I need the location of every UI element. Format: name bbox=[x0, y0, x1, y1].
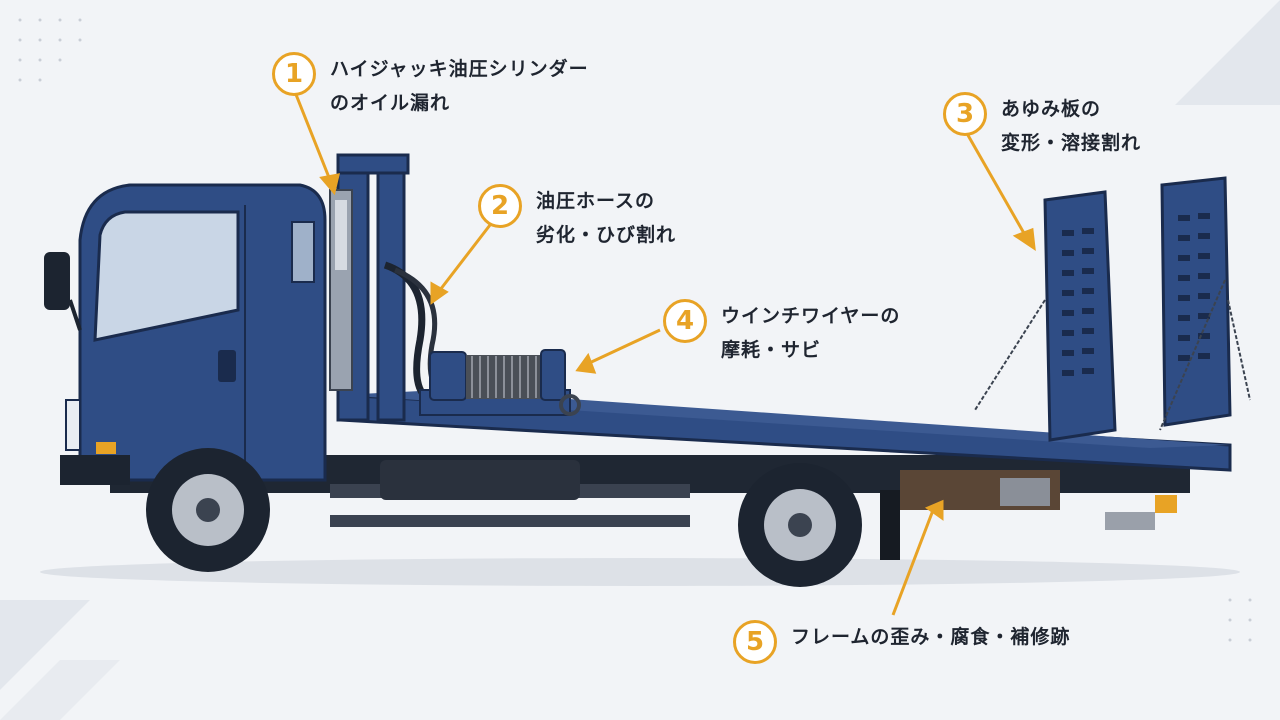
winch-housing bbox=[429, 351, 467, 401]
front-bumper bbox=[60, 455, 130, 485]
corner-decoration-top-right bbox=[1175, 0, 1280, 105]
arrowhead-2 bbox=[430, 281, 449, 305]
frame-repair-plate bbox=[1000, 478, 1050, 506]
callout-1-label: ハイジャッキ油圧シリンダー のオイル漏れ bbox=[330, 58, 589, 114]
fuel-tank bbox=[380, 460, 580, 500]
headlight bbox=[65, 399, 81, 451]
callout-3: 3 あゆみ板の 変形・溶接割れ bbox=[943, 92, 1141, 160]
front-wheel bbox=[146, 448, 270, 572]
side-window-small bbox=[291, 221, 315, 283]
cylinder-rod bbox=[335, 200, 347, 270]
ramp-left bbox=[1043, 190, 1117, 442]
mud-flap bbox=[880, 490, 900, 560]
side-step-lower bbox=[330, 515, 690, 527]
leader-line-2 bbox=[438, 224, 492, 291]
callout-1: 1 ハイジャッキ油圧シリンダー のオイル漏れ bbox=[272, 52, 589, 120]
callout-5-number-badge: 5 bbox=[733, 620, 777, 664]
winch-wire-coils bbox=[471, 356, 537, 398]
side-mirror bbox=[44, 252, 70, 310]
arrowhead-1 bbox=[319, 173, 340, 196]
corner-decoration-bottom-left bbox=[0, 600, 90, 690]
winch-end-cap bbox=[540, 349, 566, 401]
callout-2-label: 油圧ホースの 劣化・ひび割れ bbox=[536, 190, 677, 246]
ramp-chain-left bbox=[974, 299, 1046, 411]
callout-2-number-badge: 2 bbox=[478, 184, 522, 228]
rear-light bbox=[1155, 495, 1177, 513]
callout-1-number-badge: 1 bbox=[272, 52, 316, 96]
callout-4-label: ウインチワイヤーの 摩耗・サビ bbox=[721, 305, 901, 361]
jack-tower-top bbox=[336, 153, 410, 175]
leader-line-1 bbox=[293, 91, 332, 181]
arrowhead-3 bbox=[1012, 227, 1036, 252]
rear-bumper bbox=[1105, 512, 1155, 530]
door-handle bbox=[218, 350, 236, 382]
winch-hook bbox=[559, 394, 581, 416]
ground-shadow bbox=[40, 558, 1240, 586]
ramp-holes-left bbox=[1062, 228, 1094, 376]
ramp-holes-right bbox=[1178, 213, 1210, 361]
callout-5-label: フレームの歪み・腐食・補修跡 bbox=[791, 626, 1071, 648]
dot-pattern bbox=[18, 18, 1252, 642]
ramp-chain-right-2 bbox=[1227, 299, 1251, 401]
turn-signal bbox=[96, 442, 116, 454]
callout-5: 5 フレームの歪み・腐食・補修跡 bbox=[733, 620, 1070, 664]
callout-3-number-badge: 3 bbox=[943, 92, 987, 136]
jack-tower-post-2 bbox=[376, 168, 406, 422]
rear-wheel bbox=[738, 463, 862, 587]
ramp-right bbox=[1160, 176, 1232, 427]
callout-4: 4 ウインチワイヤーの 摩耗・サビ bbox=[663, 299, 900, 367]
arrowhead-5 bbox=[924, 499, 944, 521]
leader-line-3 bbox=[963, 129, 1027, 236]
leader-line-5 bbox=[891, 504, 937, 616]
callout-4-number-badge: 4 bbox=[663, 299, 707, 343]
arrowhead-4 bbox=[575, 352, 597, 374]
callout-3-label: あゆみ板の 変形・溶接割れ bbox=[1001, 98, 1142, 154]
ramp-chain-right bbox=[1159, 279, 1226, 431]
corner-decoration-bottom-left-2 bbox=[0, 660, 120, 720]
callout-2: 2 油圧ホースの 劣化・ひび割れ bbox=[478, 184, 676, 252]
leader-line-4 bbox=[584, 328, 661, 367]
cab-window bbox=[93, 210, 240, 342]
mirror-arm bbox=[68, 299, 82, 331]
leader-lines bbox=[293, 91, 1036, 616]
